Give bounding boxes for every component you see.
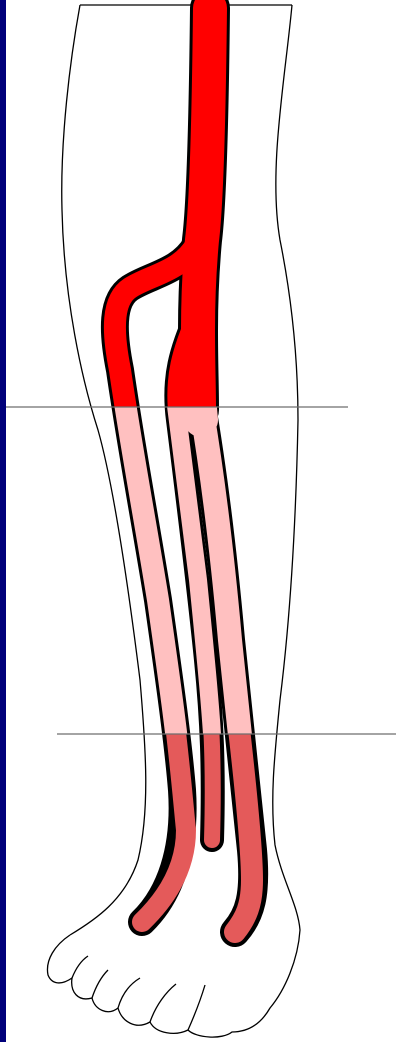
main-artery-upper [198,8,210,410]
